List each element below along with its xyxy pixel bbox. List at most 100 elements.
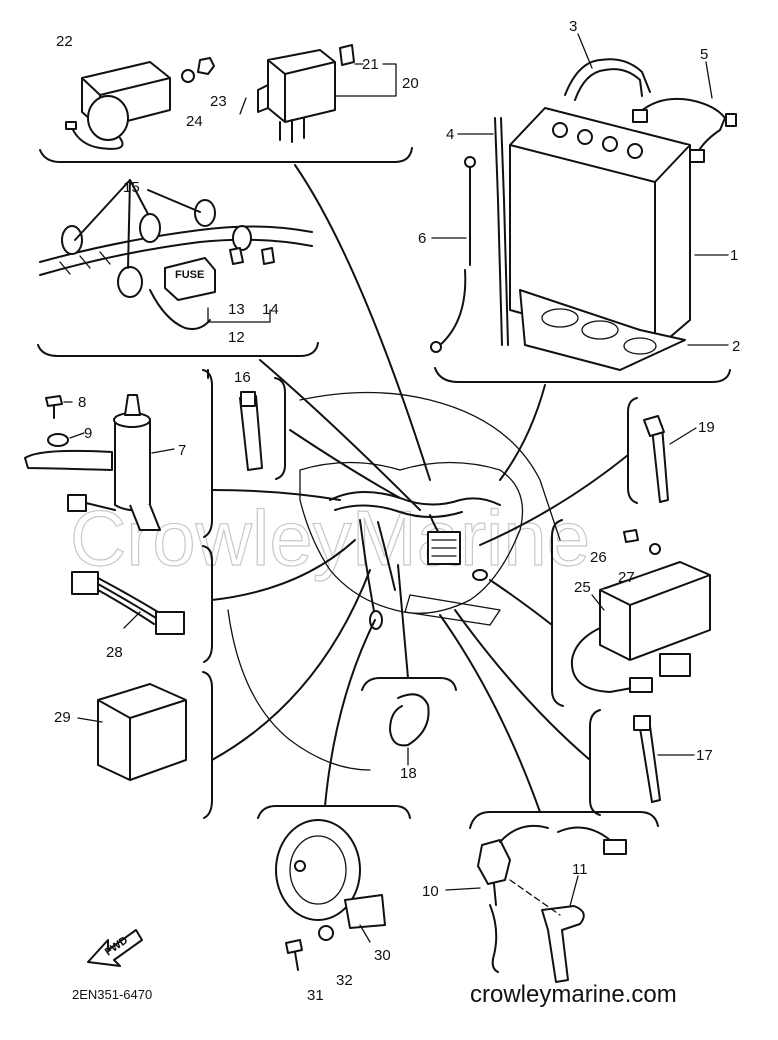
- callout-24: 24: [186, 113, 203, 130]
- part-30-ring: [289, 835, 347, 905]
- part-5-cable: [632, 97, 737, 163]
- part-6-wire: [439, 164, 471, 346]
- callout-16: 16: [234, 369, 251, 386]
- callout-11: 11: [572, 861, 588, 878]
- leader-battery: [499, 384, 546, 481]
- leader-c30: [359, 924, 371, 943]
- part-16-tie: [239, 395, 263, 471]
- leader-horn: [324, 619, 376, 807]
- part-7-body: [114, 419, 151, 511]
- part-19-head: [643, 415, 665, 437]
- part-28-wires: [97, 577, 159, 625]
- frame-battery-group: [434, 367, 731, 383]
- part-12-bracket: [207, 307, 271, 323]
- part-16-cable-tie: [239, 391, 263, 471]
- wire-harness: [329, 490, 501, 630]
- part-10-spring: [489, 883, 499, 973]
- part-31-bolt-shank: [294, 951, 299, 971]
- leader-18: [397, 564, 409, 679]
- frame-relay-group: [39, 147, 413, 163]
- callout-leaders: [63, 33, 729, 943]
- part-1-cap-3: [602, 136, 618, 152]
- part-20-starter-relay: [257, 44, 355, 143]
- part-10-11-dash: [509, 879, 561, 916]
- part-32-nut: [318, 925, 334, 941]
- part-30-horn: [275, 819, 386, 971]
- harness-main-2: [334, 504, 463, 518]
- part-31-bolt-head: [285, 939, 303, 954]
- part-7-bracket: [24, 449, 113, 471]
- part-7-wire: [85, 502, 116, 511]
- part-6-negative-lead: [430, 156, 476, 353]
- part-15-clamp-3: [139, 213, 161, 243]
- part-2-hole-2: [581, 320, 619, 340]
- leader-c7: [151, 448, 175, 454]
- part-12-fuse-holder: [164, 257, 216, 301]
- harness-branch-1: [359, 519, 377, 623]
- part-5-lead: [639, 97, 726, 153]
- leader-c3: [577, 33, 593, 69]
- part-5-terminal-c: [725, 113, 737, 127]
- callout-14: 14: [262, 301, 279, 318]
- callout-15: 15: [123, 179, 140, 196]
- part-15-clamp-2: [117, 266, 143, 298]
- callout-9: 9: [84, 425, 92, 442]
- frame-19: [627, 397, 638, 504]
- leader-c10: [445, 887, 481, 891]
- part-22-wire: [71, 127, 124, 150]
- part-1-battery: [509, 107, 691, 371]
- part-10-wire-b: [557, 826, 611, 841]
- part-4-breather-tube: [494, 117, 509, 346]
- frame-switch: [469, 811, 659, 829]
- callout-18: 18: [400, 765, 417, 782]
- part-17-head: [633, 715, 651, 731]
- part-4-tube-a: [494, 117, 503, 346]
- leader-c5: [705, 61, 713, 99]
- part-28-connector-b: [155, 611, 185, 635]
- frame-chassis: [227, 391, 561, 771]
- harness-clip-2: [472, 569, 488, 581]
- callout-27: 27: [618, 569, 635, 586]
- leader-c29: [77, 717, 103, 723]
- callout-29: 29: [54, 709, 71, 726]
- part-18-band: [389, 693, 430, 747]
- part-2-hole-3: [623, 337, 657, 355]
- part-7-connector: [67, 494, 87, 512]
- part-19-cable-tie: [643, 415, 669, 503]
- part-15-leaders: [74, 179, 201, 269]
- part-8-bolt-head: [45, 395, 63, 407]
- callout-23: 23: [210, 93, 227, 110]
- leader-switch: [439, 614, 541, 813]
- part-5-terminal-b: [689, 149, 705, 163]
- leader-28: [211, 539, 356, 601]
- callout-21: 21: [362, 56, 379, 73]
- leader-29: [211, 569, 371, 761]
- part-20-mount: [257, 84, 269, 113]
- part-14-fuse: [261, 247, 275, 265]
- callout-3: 3: [569, 18, 577, 35]
- callout-13: 13: [228, 301, 245, 318]
- part-2-tray: [519, 289, 686, 371]
- harness-branch-2: [377, 521, 396, 591]
- part-21-fuse: [339, 44, 355, 66]
- leader-16: [289, 429, 401, 499]
- part-25-wire: [570, 627, 633, 693]
- leader-c9: [69, 432, 85, 439]
- chassis-outline-left: [227, 609, 371, 771]
- part-24-washer: [181, 69, 195, 83]
- callout-4: 4: [446, 126, 454, 143]
- part-3-strap: [564, 58, 651, 101]
- callout-30: 30: [374, 947, 391, 964]
- frame-left-3: [202, 671, 213, 819]
- callout-10: 10: [422, 883, 439, 900]
- part-30-center: [294, 860, 306, 872]
- leader-17: [454, 609, 591, 761]
- part-10-body: [477, 839, 511, 885]
- callout-5: 5: [700, 46, 708, 63]
- leader-fuse: [259, 359, 421, 511]
- callout-28: 28: [106, 644, 123, 661]
- part-27-washer: [649, 543, 661, 555]
- frame-fuse-group: [37, 342, 319, 357]
